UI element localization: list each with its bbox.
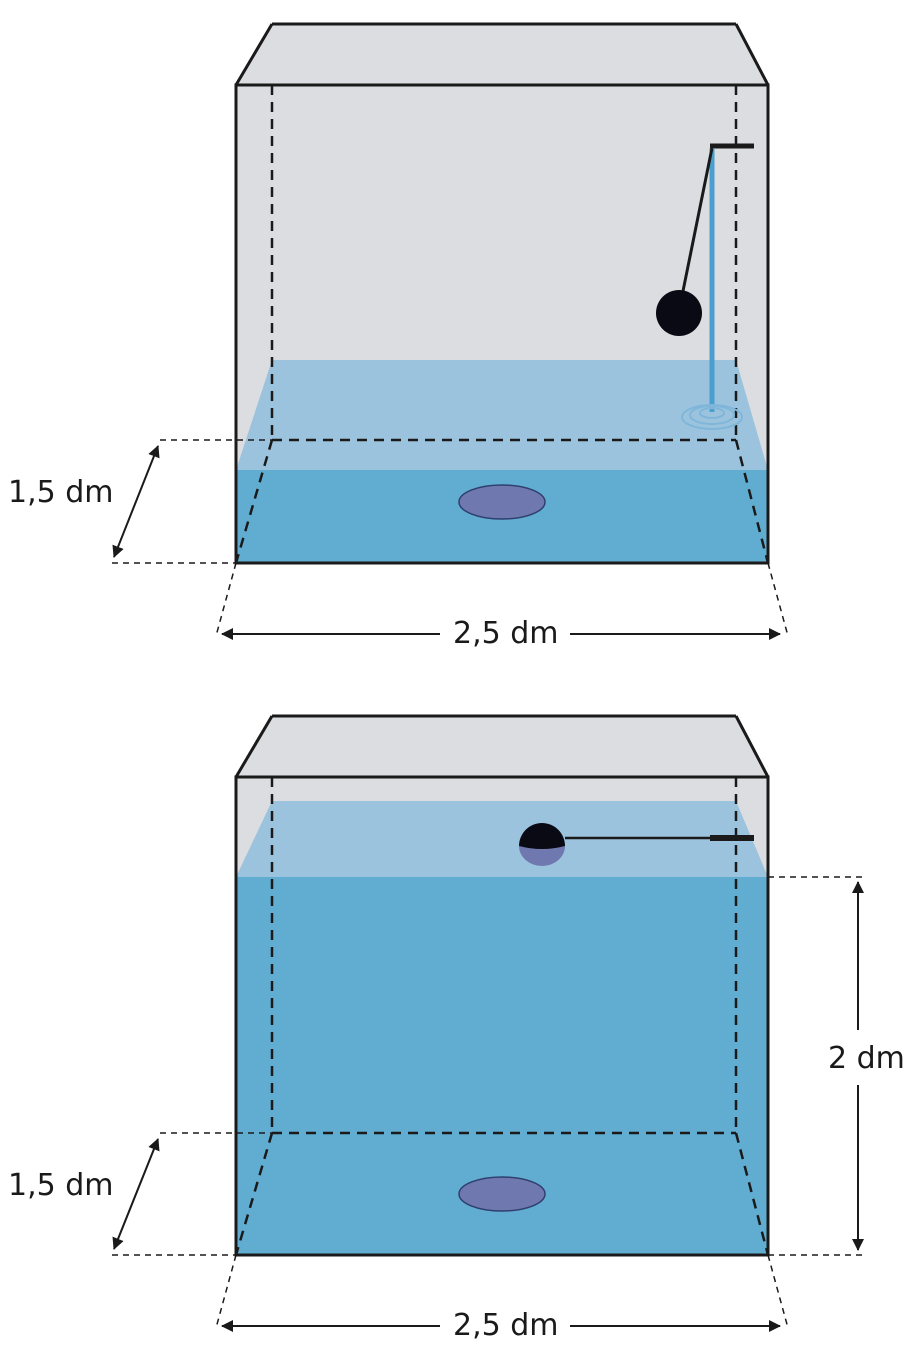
top-visible-edges bbox=[234, 22, 770, 565]
top-water-surface bbox=[236, 360, 768, 470]
drain-icon bbox=[458, 1176, 546, 1212]
double-arrow-icon bbox=[112, 1138, 160, 1250]
bottom-depth-dimension: 1,5 dm bbox=[8, 1132, 272, 1256]
bottom-tank-figure: 1,5 dm 2,5 dm 2 dm bbox=[8, 714, 905, 1343]
float-arm bbox=[680, 147, 714, 297]
bottom-depth-label: 1,5 dm bbox=[8, 1168, 114, 1203]
top-tank-figure: 1,5 dm 2,5 dm bbox=[8, 22, 789, 651]
bottom-visible-edges bbox=[234, 714, 770, 1257]
double-arrow-icon bbox=[112, 445, 160, 558]
drain-icon bbox=[458, 484, 546, 520]
faucet-pipe-icon bbox=[709, 143, 754, 412]
top-depth-dimension: 1,5 dm bbox=[8, 439, 272, 564]
bottom-height-dimension: 2 dm bbox=[768, 876, 905, 1256]
top-depth-label: 1,5 dm bbox=[8, 475, 114, 510]
top-width-label: 2,5 dm bbox=[453, 616, 559, 651]
float-ball-icon bbox=[656, 290, 702, 336]
bottom-width-dimension: 2,5 dm bbox=[215, 1254, 789, 1343]
bottom-water-surface bbox=[236, 801, 768, 877]
bottom-height-label: 2 dm bbox=[828, 1041, 905, 1076]
bottom-width-label: 2,5 dm bbox=[453, 1308, 559, 1343]
top-width-dimension: 2,5 dm bbox=[215, 562, 789, 651]
float-ball-icon bbox=[519, 823, 565, 866]
water-ripple-icon bbox=[681, 404, 743, 430]
